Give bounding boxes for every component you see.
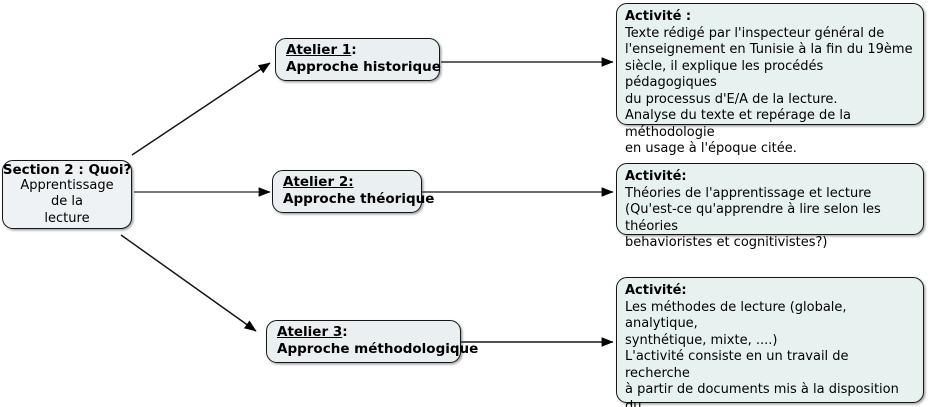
section-line-3: lecture bbox=[44, 210, 90, 226]
atelier-3-title: Atelier 3: bbox=[277, 324, 450, 341]
atelier-3-label-suffix: : bbox=[342, 324, 348, 340]
atelier-2-label: Atelier 2: bbox=[283, 174, 354, 190]
atelier-1-label-suffix: : bbox=[351, 42, 357, 58]
section-line-2: de la bbox=[51, 194, 83, 210]
section-title: Section 2 : Quoi? bbox=[2, 161, 132, 178]
node-atelier-3[interactable]: Atelier 3: Approche méthodologique bbox=[266, 320, 479, 363]
activity-1-body: Texte rédigé par l'inspecteur général de… bbox=[625, 25, 913, 157]
section-line-1: Apprentissage bbox=[20, 177, 114, 193]
atelier-3-subtitle: Approche méthodologique bbox=[277, 341, 479, 357]
atelier-2-title: Atelier 2: bbox=[283, 174, 411, 191]
activity-1-heading: Activité : bbox=[625, 9, 692, 24]
node-activity-2[interactable]: Activité: Théories de l'apprentissage et… bbox=[616, 163, 924, 250]
node-atelier-2[interactable]: Atelier 2: Approche théorique bbox=[272, 170, 435, 213]
atelier-1-title: Atelier 1: bbox=[286, 42, 429, 59]
activity-2-heading: Activité: bbox=[625, 169, 687, 184]
arrow-root-to-atelier-1 bbox=[131, 62, 271, 156]
activity-2-body: Théories de l'apprentissage et lecture (… bbox=[625, 185, 881, 251]
activity-3-heading: Activité: bbox=[625, 283, 687, 298]
node-atelier-1[interactable]: Atelier 1: Approche historique bbox=[275, 38, 441, 81]
atelier-1-subtitle: Approche historique bbox=[286, 59, 441, 75]
atelier-3-label: Atelier 3 bbox=[277, 324, 343, 340]
atelier-2-subtitle: Approche théorique bbox=[283, 191, 435, 207]
node-activity-1[interactable]: Activité : Texte rédigé par l'inspecteur… bbox=[616, 3, 924, 156]
arrow-root-to-atelier-3 bbox=[120, 234, 257, 332]
atelier-1-label: Atelier 1 bbox=[286, 42, 352, 58]
activity-3-body: Les méthodes de lecture (globale, analyt… bbox=[625, 299, 899, 407]
node-activity-3[interactable]: Activité: Les méthodes de lecture (globa… bbox=[616, 277, 924, 407]
node-section-root[interactable]: Section 2 : Quoi? Apprentissage de la le… bbox=[2, 160, 132, 229]
